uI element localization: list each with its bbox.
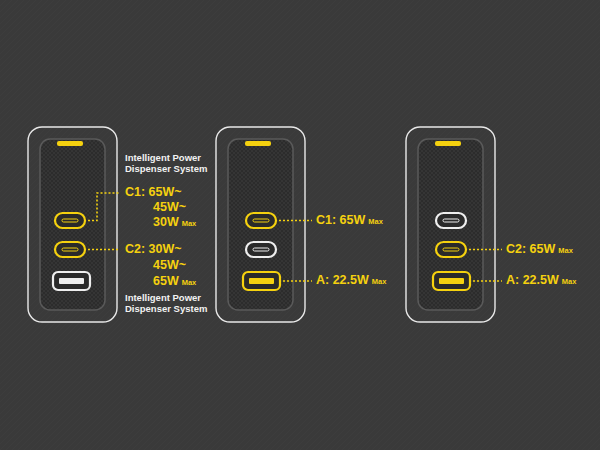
max-suffix: Max — [562, 278, 577, 287]
port-rating: 65W — [153, 274, 179, 288]
port-rating: A: 22.5W — [506, 273, 559, 287]
port-rating: 30W — [153, 215, 179, 229]
port-rating: C2: 65W — [506, 242, 555, 256]
feature-note: Intelligent Power Dispenser System — [125, 152, 217, 175]
port-rating: A: 22.5W — [316, 273, 369, 287]
port-rating: 45W~ — [153, 258, 186, 272]
port-rating: C1: 65W — [316, 213, 365, 227]
max-suffix: Max — [368, 218, 383, 227]
port-rating: C1: 65W~ — [125, 185, 182, 199]
port-rating: 45W~ — [153, 200, 186, 214]
max-suffix: Max — [372, 278, 387, 287]
port-rating: C2: 30W~ — [125, 242, 182, 256]
max-suffix: Max — [182, 220, 197, 229]
feature-note: Intelligent Power Dispenser System — [125, 292, 217, 315]
max-suffix: Max — [558, 247, 573, 256]
max-suffix: Max — [182, 279, 197, 288]
